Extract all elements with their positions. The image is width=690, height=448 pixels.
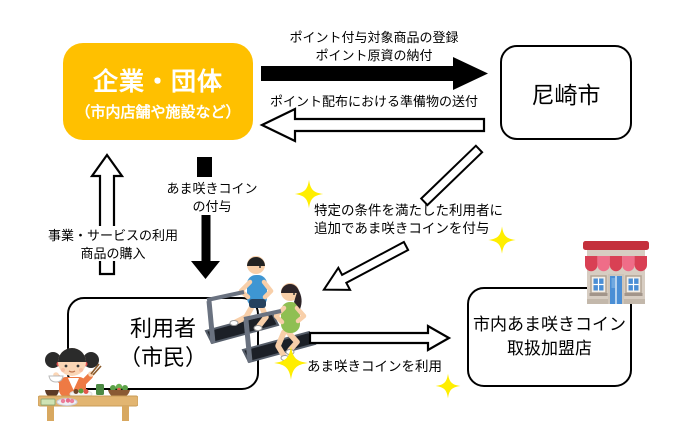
label-bonus-grant-line2: 追加であま咲きコインを付与 [314, 221, 490, 237]
user-subtitle: （市民） [118, 344, 207, 370]
label-grant-coin-line2: の付与 [192, 198, 232, 214]
arrow-send-supplies [259, 107, 486, 143]
arrow-bonus-grant-upper [419, 144, 484, 207]
sparkle-icon [435, 373, 461, 399]
arrow-use-services-tail [98, 261, 116, 276]
label-use-services-line1: 事業・サービスの利用 [47, 228, 178, 243]
label-use-services: 事業・サービスの利用 商品の購入 [38, 227, 188, 262]
label-use-coin: あま咲きコインを利用 [307, 358, 442, 376]
user-title: 利用者 [129, 315, 196, 341]
arrow-bonus-grant-lower [322, 240, 410, 291]
store-title-line2: 取扱加盟店 [507, 339, 592, 358]
treadmill-runners-illustration [204, 256, 317, 364]
company-subtitle: （市内店舗や施設など） [75, 103, 241, 121]
label-register-line1: ポイント付与対象商品の登録 [289, 30, 459, 45]
label-grant-coin: あま咲きコイン の付与 [158, 180, 266, 215]
store-title-line1: 市内あま咲きコイン [473, 315, 626, 335]
node-user: 利用者 （市民） [67, 297, 259, 390]
label-register-line2: ポイント原資の納付 [315, 47, 433, 63]
label-register-points: ポイント付与対象商品の登録 ポイント原資の納付 [258, 29, 490, 64]
awning [585, 256, 647, 272]
node-city: 尼崎市 [500, 45, 632, 140]
label-send-supplies-line1: ポイント配布における準備物の送付 [269, 94, 478, 109]
arrow-use-services [89, 153, 125, 226]
label-grant-coin-line1: あま咲きコイン [166, 181, 258, 196]
storefront-illustration [583, 241, 649, 304]
city-title: 尼崎市 [531, 81, 601, 108]
label-send-supplies: ポイント配布における準備物の送付 [256, 93, 492, 111]
label-use-coin-line1: あま咲きコインを利用 [307, 359, 442, 374]
node-company: 企業・団体 （市内店舗や施設など） [63, 43, 253, 140]
label-bonus-grant-line1: 特定の条件を満たした利用者に [314, 203, 503, 218]
arrow-grant-coin-top [197, 157, 212, 177]
arrow-use-coin [308, 324, 452, 352]
label-bonus-grant: 特定の条件を満たした利用者に 追加であま咲きコインを付与 [314, 202, 503, 238]
label-use-services-line2: 商品の購入 [80, 245, 146, 261]
company-title: 企業・団体 [92, 67, 223, 96]
girl-eating-meal-illustration [38, 348, 138, 421]
